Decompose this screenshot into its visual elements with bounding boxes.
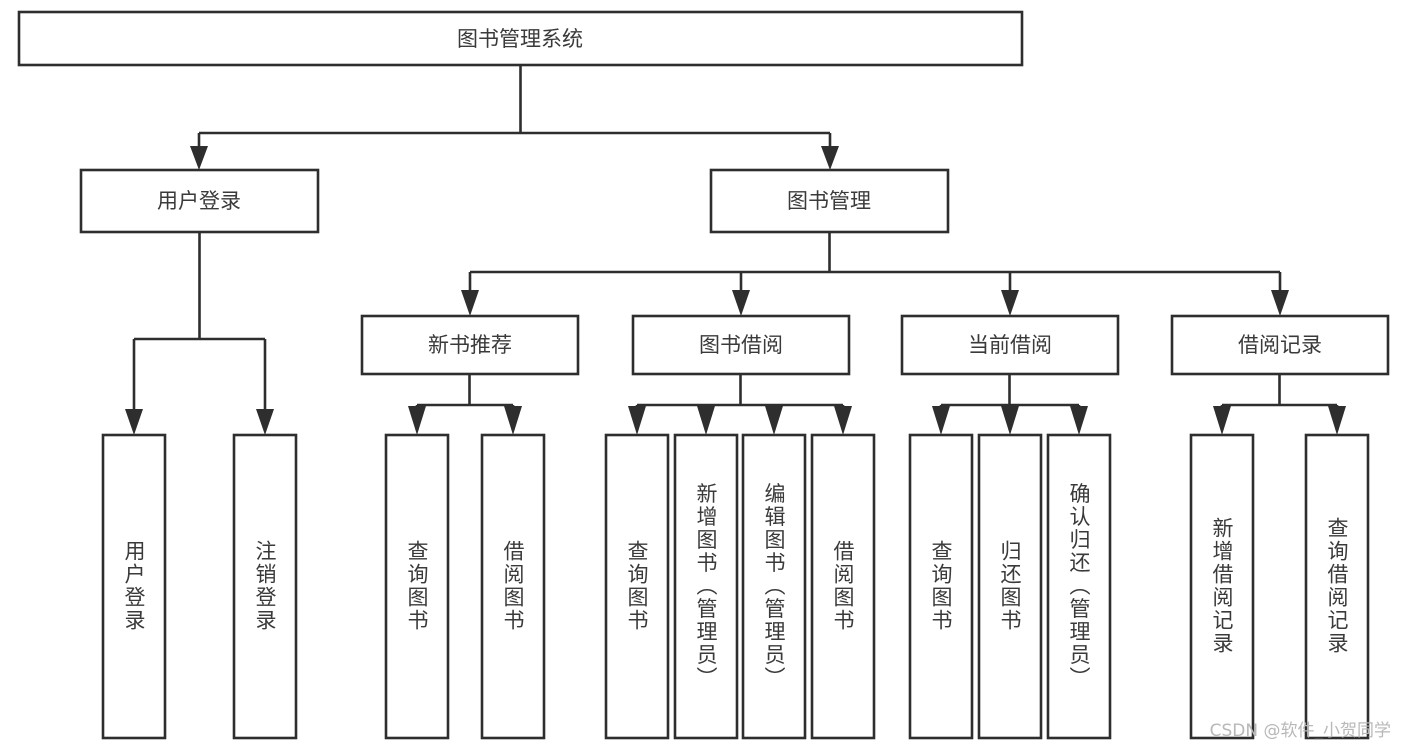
leaf-user-login-label: 用户登录 [122,540,146,632]
arrow-to-borrow-record [1271,290,1289,316]
leaf-borrow-book-2-box[interactable] [810,433,876,740]
leaf-query-book-3[interactable]: 查询图书 [908,433,974,740]
node-book-borrow-box[interactable] [631,314,851,376]
arrow-to-leaf-query-record [1328,406,1346,435]
node-book-manage-label: 图书管理 [787,189,871,213]
arrow-to-leaf-add-book [697,406,715,435]
arrow-to-leaf-edit-book [765,406,783,435]
node-book-manage[interactable]: 图书管理 [709,168,950,234]
node-book-manage-box[interactable] [709,168,950,234]
node-new-book-rec-label: 新书推荐 [428,333,512,357]
leaf-add-record-label: 新增借阅记录 [1210,517,1234,655]
leaf-query-record[interactable]: 查询借阅记录 [1304,433,1370,740]
arrow-to-user-login [190,146,208,170]
arrow-to-leaf-confirm-return [1070,406,1088,435]
leaf-confirm-return[interactable]: 确认归还（管理员） [1046,433,1112,740]
leaf-borrow-book-1-box[interactable] [480,433,546,740]
leaf-return-book[interactable]: 归还图书 [977,433,1043,740]
leaf-borrow-book-2-label: 借阅图书 [831,540,855,632]
leaf-add-record-box[interactable] [1189,433,1255,740]
leaf-user-login[interactable]: 用户登录 [101,433,167,740]
leaf-query-book-2-label: 查询图书 [625,540,649,632]
leaf-query-book-1[interactable]: 查询图书 [384,433,450,740]
arrow-to-book-borrow [732,290,750,316]
arrow-to-leaf-query-book-1 [408,406,426,435]
node-borrow-record-box[interactable] [1170,314,1390,376]
arrow-to-book-manage [821,146,839,170]
arrow-to-leaf-user-login [125,409,143,435]
node-root[interactable]: 图书管理系统 [17,10,1024,67]
arrow-to-leaf-logout-login [256,409,274,435]
leaf-borrow-book-1[interactable]: 借阅图书 [480,433,546,740]
leaf-add-book[interactable]: 新增图书（管理员） [673,433,739,740]
node-book-borrow-label: 图书借阅 [699,333,783,357]
arrow-to-leaf-return-book [1001,406,1019,435]
leaf-query-book-2[interactable]: 查询图书 [604,433,670,740]
node-root-label: 图书管理系统 [457,27,583,51]
leaf-query-book-1-label: 查询图书 [405,540,429,632]
leaf-return-book-label: 归还图书 [998,540,1022,632]
leaf-return-book-box[interactable] [977,433,1043,740]
node-new-book-rec-box[interactable] [360,314,580,376]
leaf-user-login-box[interactable] [101,433,167,740]
arrow-to-new-book-rec [461,290,479,316]
leaf-borrow-book-1-label: 借阅图书 [501,540,525,632]
leaf-edit-book[interactable]: 编辑图书（管理员） [741,433,807,740]
leaf-logout-login[interactable]: 注销登录 [232,433,298,740]
leaf-edit-book-label: 编辑图书（管理员） [762,483,786,690]
node-root-box[interactable] [17,10,1024,67]
arrow-to-leaf-borrow-book-1 [504,406,522,435]
leaf-query-book-1-box[interactable] [384,433,450,740]
connector-layer [125,65,1346,435]
leaf-add-book-label: 新增图书（管理员） [694,483,718,690]
node-book-borrow[interactable]: 图书借阅 [631,314,851,376]
leaf-borrow-book-2[interactable]: 借阅图书 [810,433,876,740]
leaf-query-book-2-box[interactable] [604,433,670,740]
node-borrow-record-label: 借阅记录 [1238,333,1322,357]
arrow-to-leaf-query-book-3 [932,406,950,435]
leaf-logout-login-label: 注销登录 [253,540,277,632]
leaf-query-book-3-label: 查询图书 [929,540,953,632]
leaf-confirm-return-box[interactable] [1046,433,1112,740]
leaf-logout-login-box[interactable] [232,433,298,740]
leaf-query-record-box[interactable] [1304,433,1370,740]
node-current-borrow-label: 当前借阅 [968,333,1052,357]
node-borrow-record[interactable]: 借阅记录 [1170,314,1390,376]
node-new-book-rec[interactable]: 新书推荐 [360,314,580,376]
leaf-add-book-box[interactable] [673,433,739,740]
node-current-borrow-box[interactable] [900,314,1120,376]
leaf-query-record-label: 查询借阅记录 [1325,517,1349,655]
arrow-to-current-borrow [1001,290,1019,316]
arrow-to-leaf-query-book-2 [628,406,646,435]
arrow-to-leaf-add-record [1213,406,1231,435]
node-user-login-label: 用户登录 [157,189,241,213]
leaf-edit-book-box[interactable] [741,433,807,740]
node-current-borrow[interactable]: 当前借阅 [900,314,1120,376]
leaf-add-record[interactable]: 新增借阅记录 [1189,433,1255,740]
node-user-login[interactable]: 用户登录 [79,168,320,234]
arrow-to-leaf-borrow-book-2 [834,406,852,435]
leaf-query-book-3-box[interactable] [908,433,974,740]
node-user-login-box[interactable] [79,168,320,234]
leaf-confirm-return-label: 确认归还（管理员） [1067,483,1091,690]
